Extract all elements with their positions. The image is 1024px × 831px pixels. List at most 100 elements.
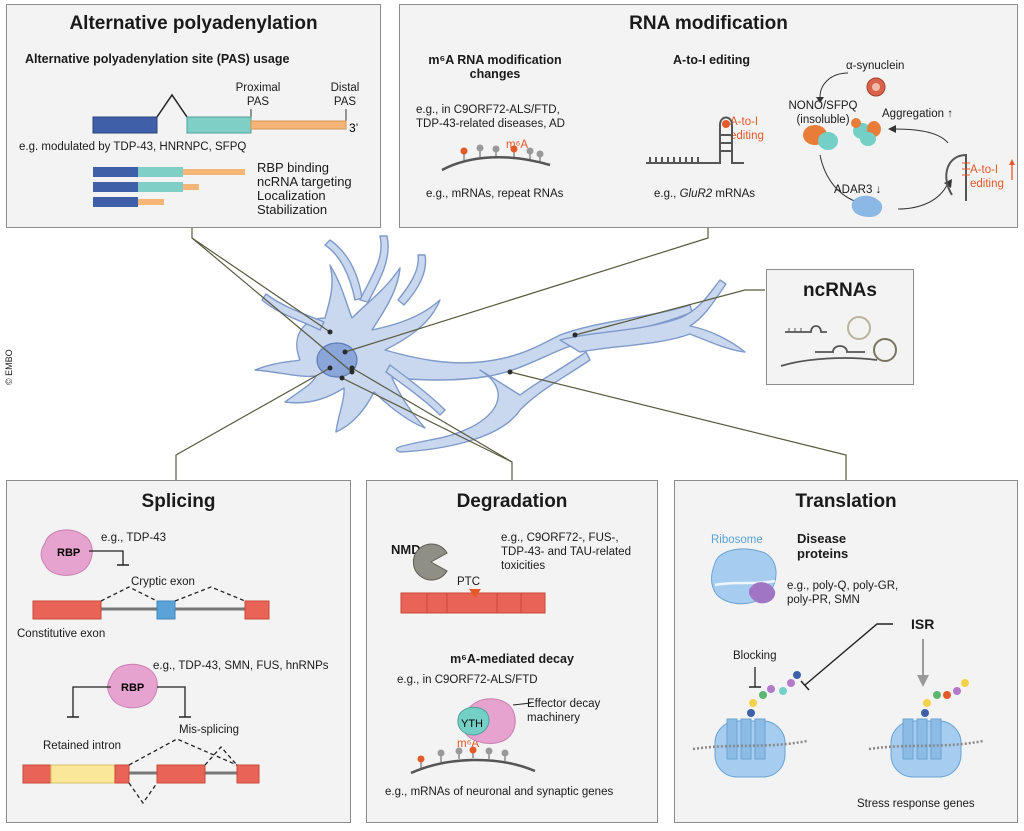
- stress-response-label: Stress response genes: [857, 798, 975, 810]
- apa-title: Alternative polyadenylation: [69, 13, 318, 34]
- translation-diagram: [692, 548, 984, 778]
- distal-label-1: Distal: [330, 82, 360, 94]
- ptc-label: PTC: [457, 576, 480, 588]
- atoi2-label: A-to-I editing: [970, 163, 1004, 191]
- ribosome-label: Ribosome: [711, 534, 763, 546]
- effector-label-1: Effector decay: [527, 698, 601, 710]
- atoi2-label-2: editing: [970, 178, 1004, 190]
- decay-rna-strand: [410, 758, 536, 775]
- ncrna-hairpin-2: [815, 345, 865, 353]
- m6a-title: m⁶A RNA modification changes: [420, 53, 570, 81]
- peptide-right: [921, 679, 969, 717]
- panel-splicing: Splicing e.g., TDP-43 Cryptic exon Const…: [6, 480, 351, 823]
- circrna-1: [847, 316, 871, 340]
- genes-eg: e.g., mRNAs of neuronal and synaptic gen…: [385, 786, 614, 798]
- atoi-eg-gene: GluR2: [679, 188, 713, 200]
- exon-red-4: [114, 764, 130, 784]
- synuclein-label: α-synuclein: [846, 60, 905, 72]
- proximal-label-2: PAS: [246, 96, 270, 108]
- translation-eg-1: e.g., poly-Q, poly-GR,: [787, 580, 899, 592]
- distal-pas-label: Distal PAS: [327, 81, 363, 109]
- missplice-junction-1: [128, 782, 158, 805]
- ncrna-title: ncRNAs: [803, 280, 877, 301]
- apa-subtitle: Alternative polyadenylation site (PAS) u…: [25, 52, 290, 66]
- splicing-eg2: e.g., TDP-43, SMN, FUS, hnRNPs: [153, 660, 329, 672]
- mis-splicing-label: Mis-splicing: [179, 724, 240, 736]
- connector-translation: [509, 371, 847, 480]
- retained-intron: [50, 764, 116, 784]
- atoi-eg-suffix: mRNAs: [712, 188, 755, 200]
- atoi-title: A-to-I editing: [673, 53, 751, 67]
- aggregation-label: Aggregation ↑: [882, 108, 953, 120]
- m6a-eg-2: TDP-43-related diseases, AD: [416, 118, 565, 130]
- retained-intron-label: Retained intron: [43, 740, 121, 752]
- exon-red-6: [236, 764, 260, 784]
- decay-marks: [417, 746, 509, 768]
- m6a-eg-1: e.g., in C9ORF72-ALS/FTD,: [416, 104, 560, 116]
- isoform-1: [93, 167, 245, 177]
- disease-label-2: proteins: [797, 546, 849, 561]
- nmd-eg-1: e.g., C9ORF72-, FUS-,: [501, 532, 619, 544]
- neuron-axon: [395, 351, 591, 453]
- disease-proteins-label: Disease proteins: [797, 531, 848, 561]
- ncrna-linear: [780, 357, 878, 367]
- rbp-blob-2: [107, 663, 158, 709]
- rbp-blob-1: [40, 529, 93, 576]
- panel-ncrnas: ncRNAs: [766, 269, 914, 385]
- splicing-title: Splicing: [141, 491, 216, 512]
- apa-gene-diagram: 3’: [92, 93, 358, 207]
- splice-junction-2: [174, 586, 246, 602]
- m6a-title-2: changes: [469, 67, 521, 81]
- splicing-diagram: RBP RBP: [22, 529, 270, 805]
- cryptic-exon-label: Cryptic exon: [131, 576, 195, 588]
- effector-label-2: machinery: [527, 712, 581, 724]
- disease-label-1: Disease: [797, 531, 847, 546]
- adar3-icon: [851, 195, 883, 217]
- connector-apa-2: [191, 237, 353, 373]
- degradation-title: Degradation: [456, 491, 568, 512]
- adar3-text: ADAR3: [834, 184, 873, 196]
- connector-degradation-2: [351, 367, 513, 463]
- apa-function: Stabilization: [257, 202, 328, 217]
- three-prime-label: 3’: [349, 121, 358, 135]
- apa-exon-blue: [92, 116, 158, 134]
- degradation-diagram: YTH: [400, 543, 546, 775]
- ncrna-hairpin-1: [785, 325, 827, 333]
- translation-title: Translation: [795, 491, 897, 512]
- nono-label-2: (insoluble): [796, 114, 850, 126]
- ncrna-diagram: [780, 316, 897, 367]
- nono-blob-teal: [818, 132, 838, 150]
- apa-modulated-text: e.g. modulated by TDP-43, HNRNPC, SFPQ: [19, 141, 247, 153]
- m6a-eg: e.g., in C9ORF72-ALS/FTD, TDP-43-related…: [416, 103, 565, 131]
- m6a-rna-strand: [441, 155, 551, 172]
- nmd-eg: e.g., C9ORF72-, FUS-, TDP-43- and TAU-re…: [501, 531, 631, 573]
- atoi-label-2: editing: [730, 130, 764, 142]
- disease-protein-blob: [748, 582, 776, 604]
- panel-alternative-polyadenylation: Alternative polyadenylation Alternative …: [6, 4, 381, 228]
- neuron-soma: [254, 264, 693, 433]
- isr-label: ISR: [911, 616, 935, 632]
- panel-degradation: Degradation NMD e.g., C9ORF72-, FUS-, TD…: [366, 480, 658, 823]
- atoi-hairpin: [646, 116, 744, 164]
- nmd-pacman-icon: [412, 543, 448, 581]
- exon-red-5: [156, 764, 206, 784]
- svg-text:RBP: RBP: [121, 682, 144, 694]
- exon-red-2: [244, 600, 270, 620]
- ribosome-right: [868, 718, 984, 778]
- nmd-label: NMD: [391, 542, 421, 557]
- svg-text:RBP: RBP: [57, 547, 80, 559]
- missplice-junction-3: [128, 738, 238, 766]
- exon-red-1: [32, 600, 102, 620]
- missplice-junction-2: [204, 746, 238, 766]
- apa-functions-list: RBP binding ncRNA targeting Localization…: [257, 161, 352, 217]
- apa-function: ncRNA targeting: [257, 174, 352, 189]
- nmd-eg-2: TDP-43- and TAU-related: [501, 546, 631, 558]
- nmd-mrna: [400, 592, 546, 614]
- nono-label-1: NONO/SFPQ: [788, 100, 858, 112]
- distal-label-2: PAS: [333, 96, 357, 108]
- atoi-eg-prefix: e.g.,: [654, 188, 680, 200]
- proximal-label-1: Proximal: [235, 82, 281, 94]
- atoi2-label-1: A-to-I: [970, 164, 999, 176]
- m6a-eg2: e.g., mRNAs, repeat RNAs: [426, 188, 564, 200]
